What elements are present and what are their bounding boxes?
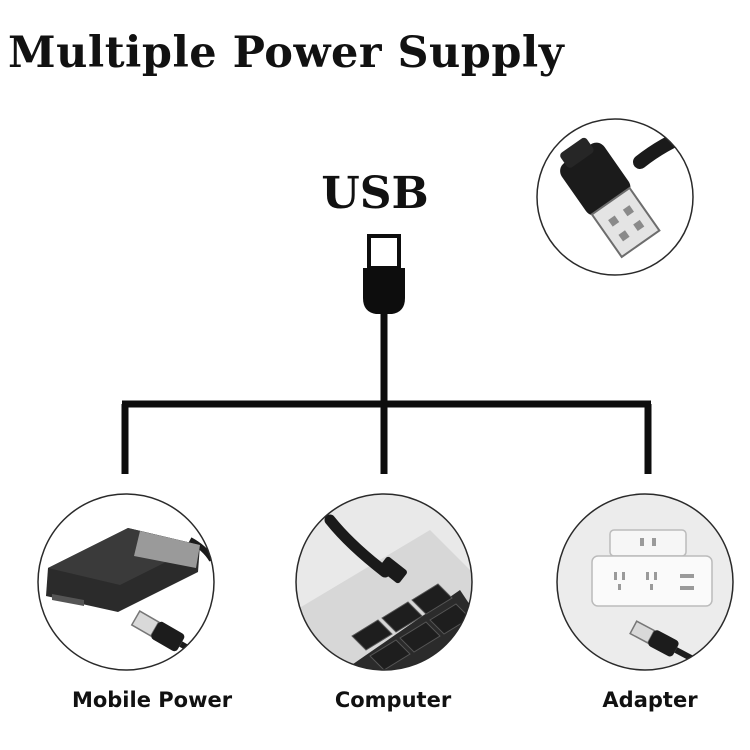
power-strip-icon (556, 493, 734, 671)
card-reader-icon (37, 493, 215, 671)
laptop-keyboard-icon (295, 493, 473, 671)
source-label-adapter: Adapter (602, 688, 698, 712)
usb-label: USB (321, 168, 429, 219)
page-title: Multiple Power Supply (8, 28, 565, 78)
source-label-computer: Computer (334, 688, 452, 712)
source-label-mobile-power: Mobile Power (71, 688, 233, 712)
usb-connector-icon (363, 234, 405, 314)
usb-plug-icon (536, 118, 694, 276)
connection-lines (121, 312, 652, 474)
